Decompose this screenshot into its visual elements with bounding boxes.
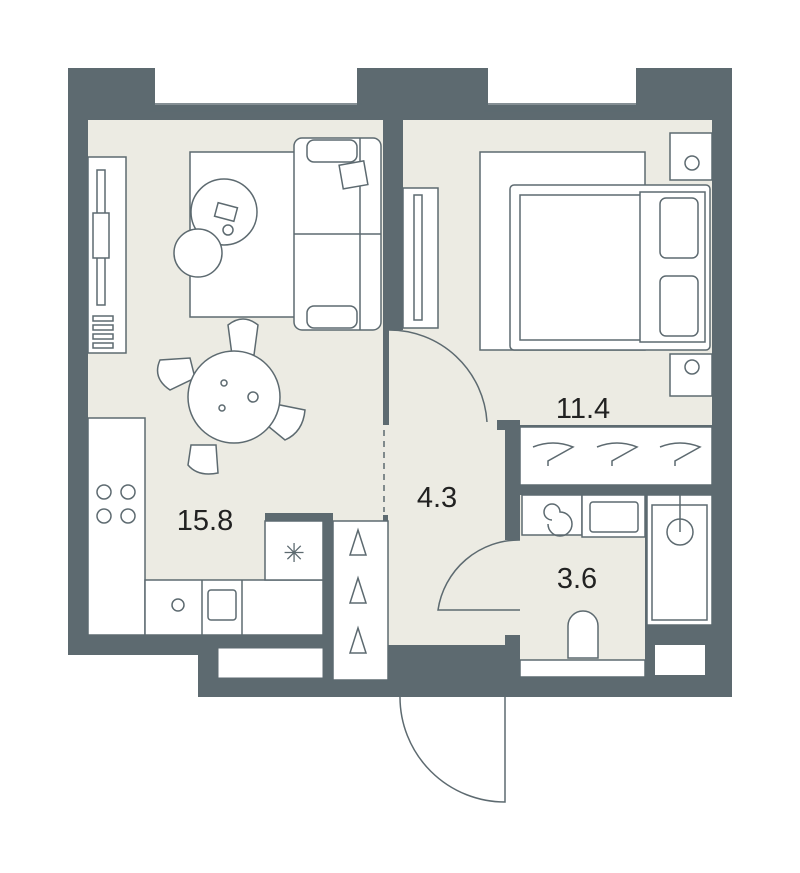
fridge-wall [265,513,330,521]
book-icon [213,201,239,223]
outer-cutout [60,655,198,705]
window-bedroom [484,60,640,112]
window-living [150,60,362,112]
hall-opening [383,425,393,515]
area-label-hallway: 4.3 [417,482,457,514]
cup-icon [222,224,234,236]
partition-wall [383,330,389,425]
toilet [567,610,599,659]
washing-machine [521,494,583,536]
area-label-living: 15.8 [177,505,233,537]
dining-set [156,318,306,475]
bath-wall [520,485,712,495]
sofa [293,137,382,331]
nightstand-bottom [669,353,713,397]
hall-wardrobe [332,520,389,681]
partition-wall [383,120,403,330]
lamp-icon [684,359,700,375]
bath-shelf [519,659,646,678]
kitchen-sink [207,589,237,621]
bath-wall [505,635,520,697]
dining-table [187,350,281,444]
bedroom-wardrobe [519,426,713,486]
fridge [264,520,324,581]
dishwasher-icon [171,598,185,612]
bathroom-door[interactable] [437,539,521,611]
hangers-icon [348,527,368,654]
area-label-bedroom: 11.4 [556,393,610,425]
stove [96,484,136,524]
pouf [173,228,223,278]
bathroom-doorway [505,540,520,635]
fridge-snowflake-icon: ✳ [283,539,305,569]
entrance-door[interactable] [399,696,506,803]
bedroom-door[interactable] [388,329,488,423]
radiator [92,315,114,349]
bath-window [655,645,705,675]
kitchen-counter-left [87,417,146,636]
area-label-bathroom: 3.6 [557,563,597,595]
tv-stand [92,212,110,259]
pillow [338,160,369,190]
bed [509,184,711,351]
lamp-icon [684,155,700,171]
bedroom-tv [413,194,423,321]
bath-wall [505,420,520,540]
washer-drum-icon [543,503,573,537]
hall-wall [323,513,333,697]
window-kitchen [217,647,324,679]
bedroom-hangers-icon [532,442,702,466]
